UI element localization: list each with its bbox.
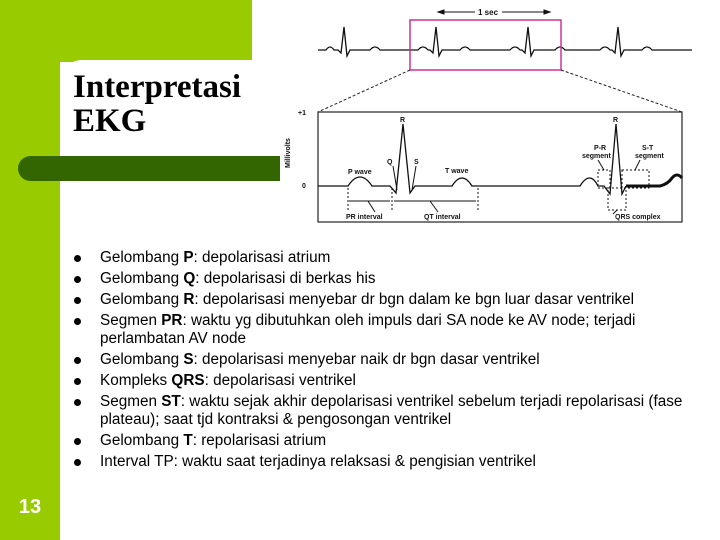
bullet-item: Kompleks QRS: depolarisasi ventrikel <box>72 372 692 390</box>
label-qt-interval: QT interval <box>424 214 461 221</box>
bullet-item: Gelombang T: repolarisasi atrium <box>72 432 692 450</box>
interval-markers <box>347 159 650 215</box>
label-t-wave: T wave <box>445 168 468 175</box>
y-axis-label: Millivolts <box>285 138 292 168</box>
bullet-list: Gelombang P: depolarisasi atrium Gelomba… <box>72 249 692 474</box>
label-st-segment-1: S-T <box>642 145 654 152</box>
bullet-item: Gelombang P: depolarisasi atrium <box>72 249 692 267</box>
one-second-label: 1 sec <box>478 8 499 17</box>
bullet-item: Segmen ST: waktu sejak akhir depolarisas… <box>72 393 692 429</box>
label-r-second: R <box>613 117 618 124</box>
title-underline-bar <box>18 156 280 181</box>
highlight-box <box>409 19 562 71</box>
label-pr-segment-2: segment <box>582 153 611 160</box>
top-accent-block <box>0 0 252 62</box>
label-qrs-complex: QRS complex <box>615 214 661 221</box>
y-tick-plus-one: +1 <box>298 110 306 117</box>
ecg-diagram: 1 sec +1 0 Millivolts R Q S P wave T wav… <box>285 8 692 223</box>
ecg-rhythm-strip <box>318 26 692 59</box>
bullet-item: Segmen PR: waktu yg dibutuhkan oleh impu… <box>72 312 692 348</box>
zoom-guide-right <box>560 69 683 113</box>
zoom-guide-left <box>317 69 411 113</box>
label-pr-segment-1: P-R <box>594 145 606 152</box>
bullet-item: Gelombang R: depolarisasi menyebar dr bg… <box>72 291 692 309</box>
title-line-1: Interpretasi <box>73 69 242 105</box>
label-p-wave: P wave <box>348 169 372 176</box>
one-second-marker <box>436 9 552 15</box>
slide-title: Interpretasi EKG <box>73 70 241 138</box>
diagram-labels: R Q S P wave T wave PR interval QT inter… <box>346 117 664 221</box>
ecg-complex-trace <box>318 123 684 197</box>
label-q: Q <box>387 159 393 166</box>
enlarged-complex-box <box>317 111 683 223</box>
label-r: R <box>400 117 405 124</box>
title-line-2: EKG <box>73 103 147 139</box>
label-s: S <box>414 159 419 166</box>
bullet-item: Gelombang Q: depolarisasi di berkas his <box>72 270 692 288</box>
label-st-segment-2: segment <box>635 153 664 160</box>
left-accent-strip <box>0 0 60 540</box>
bullet-item: Gelombang S: depolarisasi menyebar naik … <box>72 351 692 369</box>
label-pr-interval: PR interval <box>346 214 383 221</box>
bullet-item: Interval TP: waktu saat terjadinya relak… <box>72 453 692 471</box>
y-tick-zero: 0 <box>302 183 306 190</box>
slide-number: 13 <box>18 496 42 518</box>
